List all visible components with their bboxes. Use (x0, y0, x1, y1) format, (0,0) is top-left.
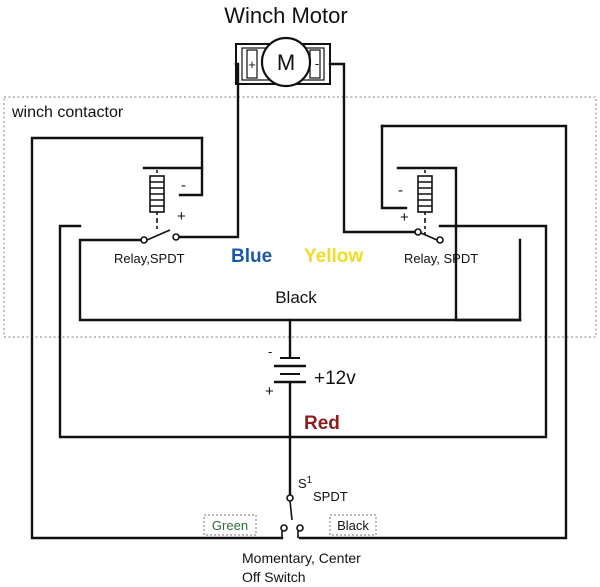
switch-type: SPDT (313, 489, 348, 504)
switch-caption-line1: Momentary, Center (242, 550, 361, 566)
right-relay-plus: + (400, 209, 409, 226)
left-relay-minus: - (181, 177, 186, 194)
switch-icon (280, 494, 304, 538)
diagram-title: Winch Motor (224, 3, 347, 28)
switch-designator: S1 (298, 475, 313, 491)
wire-right-coil-top (396, 166, 522, 322)
motor-icon (235, 36, 331, 88)
winch-contactor-label: winch contactor (11, 104, 124, 121)
motor-symbol: M (277, 50, 295, 75)
blue-wire-label: Blue (231, 246, 272, 267)
battery-voltage: +12v (314, 368, 356, 389)
left-relay-icon (140, 170, 180, 244)
green-tag-label: Green (212, 518, 248, 533)
wire-left-outer-loop (30, 136, 284, 540)
wire-right-coil-loop (380, 124, 408, 210)
wire-motor-to-left-relay (174, 62, 240, 239)
battery-plus: + (265, 383, 274, 400)
wire-right-outer-loop (298, 124, 568, 540)
wire-left-nc (78, 238, 522, 322)
wire-left-coil-loop (178, 136, 204, 197)
green-tag-box (203, 514, 257, 536)
wire-left-no (58, 224, 292, 439)
motor-neg-terminal: - (315, 56, 319, 71)
yellow-wire-label: Yellow (304, 246, 363, 267)
battery-icon (274, 357, 306, 384)
left-relay-label: Relay,SPDT (114, 251, 185, 266)
right-relay-minus: - (398, 182, 403, 199)
black-tag-box (329, 514, 377, 536)
wire-right-no (288, 224, 548, 439)
black-wire-label: Black (275, 288, 317, 307)
right-relay-icon (414, 170, 444, 244)
black-tag-label: Black (337, 518, 369, 533)
right-relay-label: Relay, SPDT (404, 251, 478, 266)
wire-motor-to-right-relay (328, 62, 420, 234)
switch-caption-line2: Off Switch (242, 569, 306, 585)
battery-minus: - (268, 344, 272, 359)
winch-contactor-box (3, 96, 597, 338)
left-relay-plus: + (177, 208, 186, 225)
red-wire-label: Red (304, 413, 340, 434)
motor-pos-terminal: + (248, 57, 256, 72)
